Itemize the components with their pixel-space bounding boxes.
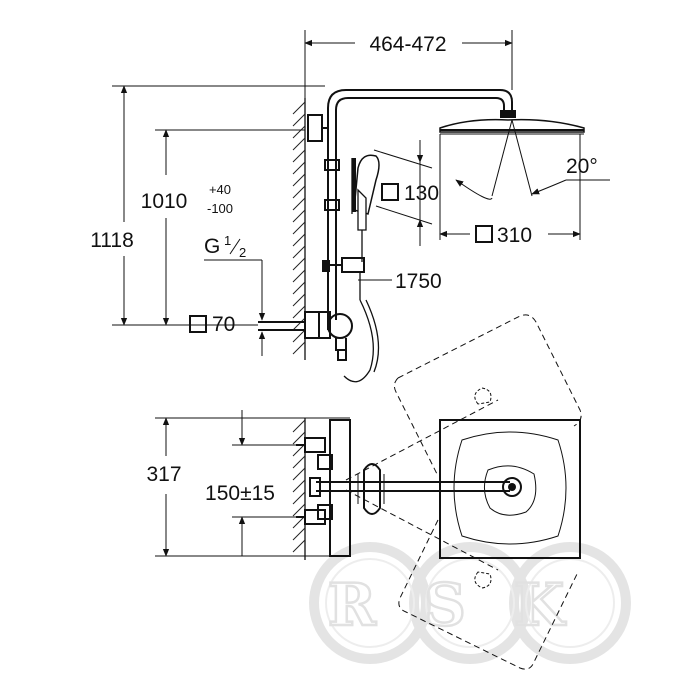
- watermark-text: RSK: [328, 571, 613, 639]
- hand-shower-side: [322, 154, 380, 300]
- dim-thread: G 1 2: [204, 233, 266, 356]
- dim-thread-prefix: G: [204, 235, 220, 258]
- inlet-pipe-side: [258, 321, 305, 331]
- dim-tilt-angle: 20°: [455, 119, 610, 200]
- watermark-logo: RSK: [309, 542, 631, 664]
- head-rotation-outline: [345, 314, 582, 670]
- dim-mount-tol-upper: +40: [209, 182, 231, 197]
- head-shower-side: [439, 110, 585, 135]
- side-view: 464-472 1118 1010 +40 -100 G 1 2: [90, 30, 610, 383]
- dim-hand-shower: 130: [373, 140, 439, 246]
- wall-side-view: [292, 98, 306, 360]
- square-symbol: [475, 225, 493, 243]
- dim-hose-length: 1750: [358, 270, 442, 293]
- dim-head-shower: 310: [439, 134, 581, 247]
- dim-inlet-spacing: 150±15: [205, 410, 305, 556]
- mixer-top: [296, 419, 510, 557]
- square-symbol: [189, 315, 207, 333]
- shower-riser: [307, 89, 513, 330]
- dim-mount-tol-lower: -100: [207, 201, 233, 216]
- dim-inlet-spacing-text: 150±15: [205, 482, 275, 505]
- dim-head-reach: 464-472: [304, 30, 513, 98]
- wall-top-view: [292, 418, 306, 560]
- thermostat-side: [304, 299, 380, 383]
- square-symbol: [381, 183, 399, 201]
- dim-head-shower-text: 310: [497, 224, 532, 247]
- dim-top-depth-text: 317: [146, 463, 181, 486]
- top-view: 317 150±15: [146, 314, 582, 670]
- dim-thread-den: 2: [239, 245, 246, 260]
- dim-hand-shower-text: 130: [404, 182, 439, 205]
- dim-escutcheon: 70: [189, 313, 235, 336]
- dim-total-height-text: 1118: [90, 229, 134, 252]
- dim-head-reach-text: 464-472: [369, 33, 446, 56]
- dim-tilt-angle-text: 20°: [566, 155, 598, 178]
- dim-total-height: 1118: [90, 85, 325, 326]
- dim-top-depth: 317: [146, 417, 350, 557]
- dim-escutcheon-text: 70: [212, 313, 235, 336]
- dim-thread-num: 1: [224, 233, 231, 248]
- head-shower-top: [439, 419, 581, 559]
- dim-hose-length-text: 1750: [395, 270, 442, 293]
- dim-mount-height-text: 1010: [141, 190, 188, 213]
- dim-mount-height: 1010 +40 -100: [141, 129, 305, 326]
